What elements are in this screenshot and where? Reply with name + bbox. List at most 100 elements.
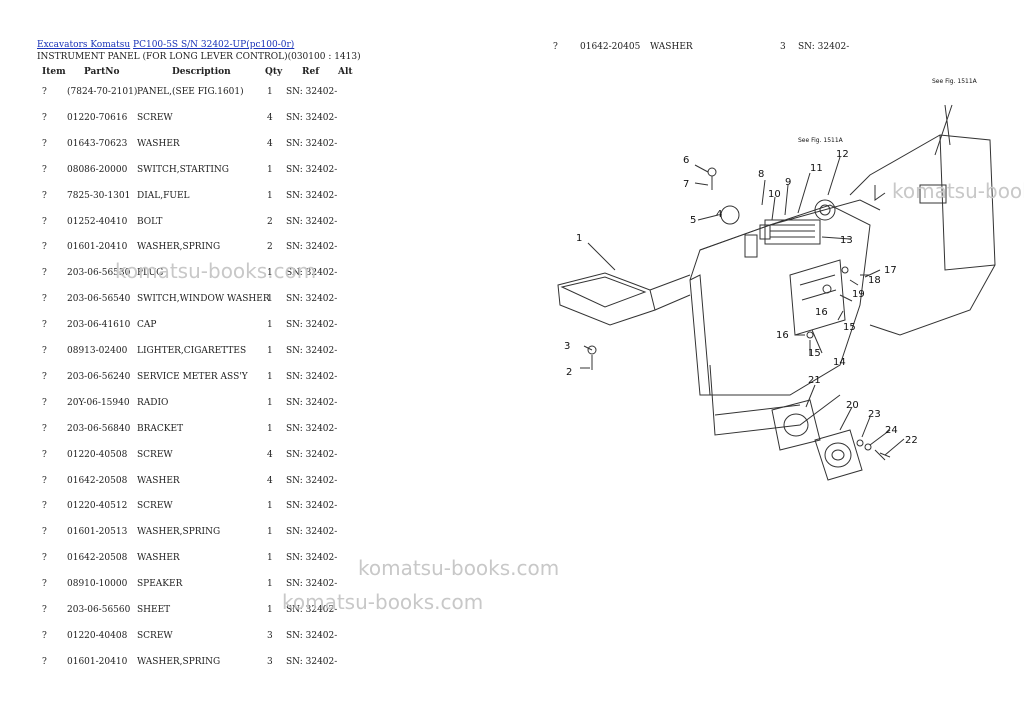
row-item: ? [42, 112, 47, 123]
row-partno: 01601-20410 [67, 656, 128, 667]
row-ref: SN: 32402- [286, 630, 338, 641]
row-qty: 3 [267, 656, 273, 667]
row-qty: 3 [267, 630, 273, 641]
callout-number: 8 [758, 169, 764, 180]
row-item: ? [553, 42, 558, 52]
col-header-item: Item [42, 67, 66, 77]
row-qty: 1 [267, 553, 273, 564]
page-subtitle: INSTRUMENT PANEL (FOR LONG LEVER CONTROL… [37, 52, 361, 62]
row-ref: SN: 32402- [798, 42, 850, 52]
row-ref: SN: 32402- [286, 475, 338, 486]
row-qty: 1 [267, 527, 273, 538]
row-partno: 08910-10000 [67, 579, 128, 590]
row-description: SWITCH,WINDOW WASHER [137, 294, 270, 305]
row-description: SCREW [137, 112, 173, 123]
row-partno: 01220-70616 [67, 112, 128, 123]
row-ref: SN: 32402- [286, 138, 338, 149]
callout-number: 18 [868, 275, 881, 286]
row-ref: SN: 32402- [286, 112, 338, 123]
callout-number: 16 [815, 307, 828, 318]
callout-number: 11 [810, 163, 823, 174]
row-item: ? [42, 242, 47, 253]
row-qty: 1 [267, 371, 273, 382]
row-qty: 1 [267, 87, 273, 97]
row-item: ? [42, 501, 47, 512]
row-ref: SN: 32402- [286, 656, 338, 667]
row-item: ? [42, 630, 47, 641]
watermark-text: komatsu-books.com [358, 556, 560, 580]
callout-number: 7 [683, 179, 689, 190]
callout-number: 23 [868, 409, 881, 420]
breadcrumb-link-model[interactable]: PC100-5S S/N 32402-UP(pc100-0r) [133, 40, 295, 50]
row-ref: SN: 32402- [286, 87, 338, 97]
row-ref: SN: 32402- [286, 605, 338, 615]
row-qty: 4 [267, 138, 273, 149]
row-qty: 1 [267, 501, 273, 512]
row-ref: SN: 32402- [286, 216, 338, 227]
watermark-text: komatsu-books.com [282, 590, 484, 614]
callout-number: 12 [836, 149, 849, 160]
row-partno: 203-06-56840 [67, 423, 131, 434]
row-qty: 1 [267, 346, 273, 356]
row-item: ? [42, 268, 47, 279]
callout-number: 21 [808, 375, 821, 386]
row-ref: SN: 32402- [286, 423, 338, 434]
row-qty: 3 [780, 42, 786, 52]
row-description: SPEAKER [137, 579, 183, 590]
row-ref: SN: 32402- [286, 294, 338, 305]
row-qty: 1 [267, 397, 273, 408]
callout-number: 15 [808, 348, 821, 359]
row-partno: 203-06-56530 [67, 268, 131, 279]
row-partno: 20Y-06-15940 [67, 397, 130, 408]
row-item: ? [42, 449, 47, 460]
row-description: LIGHTER,CIGARETTES [137, 346, 247, 356]
row-item: ? [42, 423, 47, 434]
callout-number: 4 [716, 209, 722, 220]
row-description: BOLT [137, 216, 163, 227]
callout-number: 10 [768, 189, 781, 200]
table-row: ? 01220-70616 SCREW 4 SN: 32402- [0, 113, 360, 125]
row-partno: 01642-20405 [580, 42, 641, 52]
row-partno: 7825-30-1301 [67, 190, 131, 201]
row-ref: SN: 32402- [286, 242, 338, 253]
breadcrumb-link-catalog[interactable]: Excavators Komatsu [37, 40, 131, 50]
row-partno: 203-06-56540 [67, 294, 131, 305]
row-partno: 01601-20513 [67, 527, 128, 538]
row-partno: 01642-20508 [67, 475, 128, 486]
row-qty: 4 [267, 475, 273, 486]
row-partno: (7824-70-2101) [67, 87, 138, 97]
watermark-text: komatsu-books.com [115, 259, 317, 283]
row-ref: SN: 32402- [286, 190, 338, 201]
row-qty: 4 [267, 112, 273, 123]
row-item: ? [42, 216, 47, 227]
callout-number: 5 [690, 215, 696, 226]
row-item: ? [42, 656, 47, 667]
row-partno: 01220-40512 [67, 501, 128, 512]
row-partno: 01642-20508 [67, 553, 128, 564]
col-header-ref: Ref [302, 67, 320, 77]
callout-number: 16 [776, 330, 789, 341]
row-ref: SN: 32402- [286, 527, 338, 538]
callout-number: 2 [566, 367, 572, 378]
callout-number: 19 [852, 289, 865, 300]
row-description: WASHER [137, 475, 180, 486]
row-description: WASHER [137, 553, 180, 564]
col-header-qty: Qty [265, 67, 283, 77]
row-description: SCREW [137, 501, 173, 512]
row-ref: SN: 32402- [286, 320, 338, 331]
breadcrumb: Excavators Komatsu PC100-5S S/N 32402-UP… [37, 40, 294, 50]
col-header-partno: PartNo [84, 67, 120, 77]
row-description: WASHER [650, 42, 693, 52]
row-qty: 1 [267, 423, 273, 434]
col-header-description: Description [172, 67, 231, 77]
row-item: ? [42, 553, 47, 564]
row-partno: 203-06-41610 [67, 320, 131, 331]
